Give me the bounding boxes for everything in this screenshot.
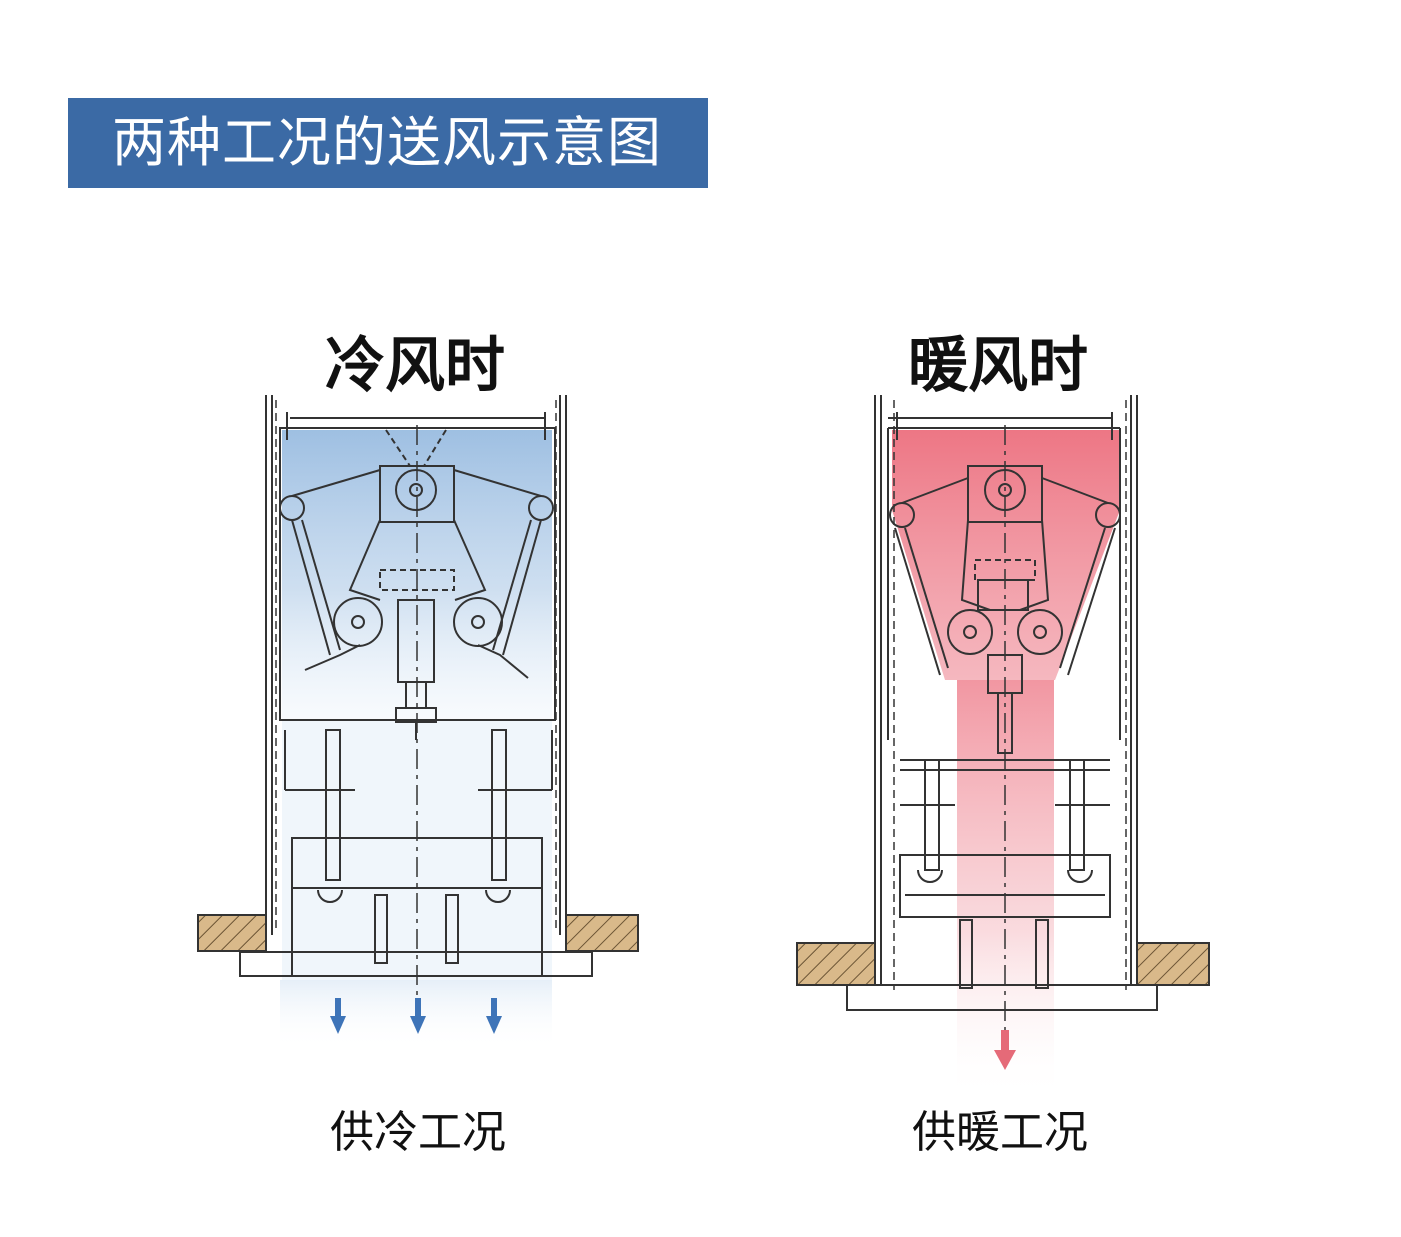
warm-louver-arms (889, 477, 1121, 676)
down-arrow-icon (486, 998, 502, 1034)
warm-casing (874, 395, 1138, 985)
cold-floor-left (197, 914, 267, 952)
warm-air-funnel (892, 430, 1120, 680)
down-arrow-icon (410, 998, 426, 1034)
cold-casing (265, 395, 567, 935)
warm-panel (796, 395, 1210, 1100)
page-title: 两种工况的送风示意图 (112, 111, 662, 174)
down-arrow-icon (330, 998, 346, 1034)
down-arrow-icon (994, 1030, 1016, 1070)
warm-floor-left (796, 942, 876, 986)
warm-mode-title: 暖风时 (908, 331, 1088, 401)
cold-mode-title: 冷风时 (325, 331, 505, 401)
cold-floor-right (565, 914, 639, 952)
warm-airflow-arrows (994, 1030, 1016, 1070)
cold-lower-structure (239, 729, 593, 977)
cold-caption: 供冷工况 (330, 1107, 506, 1158)
warm-caption: 供暖工况 (912, 1107, 1088, 1158)
cold-louver-arms (279, 469, 554, 679)
warm-lower-structure (846, 759, 1158, 1011)
cold-panel (197, 395, 639, 1050)
warm-floor-right (1136, 942, 1210, 986)
title-banner: 两种工况的送风示意图 (68, 98, 708, 188)
cold-airflow-arrows (330, 998, 502, 1034)
warm-fan-mechanism (947, 465, 1063, 754)
